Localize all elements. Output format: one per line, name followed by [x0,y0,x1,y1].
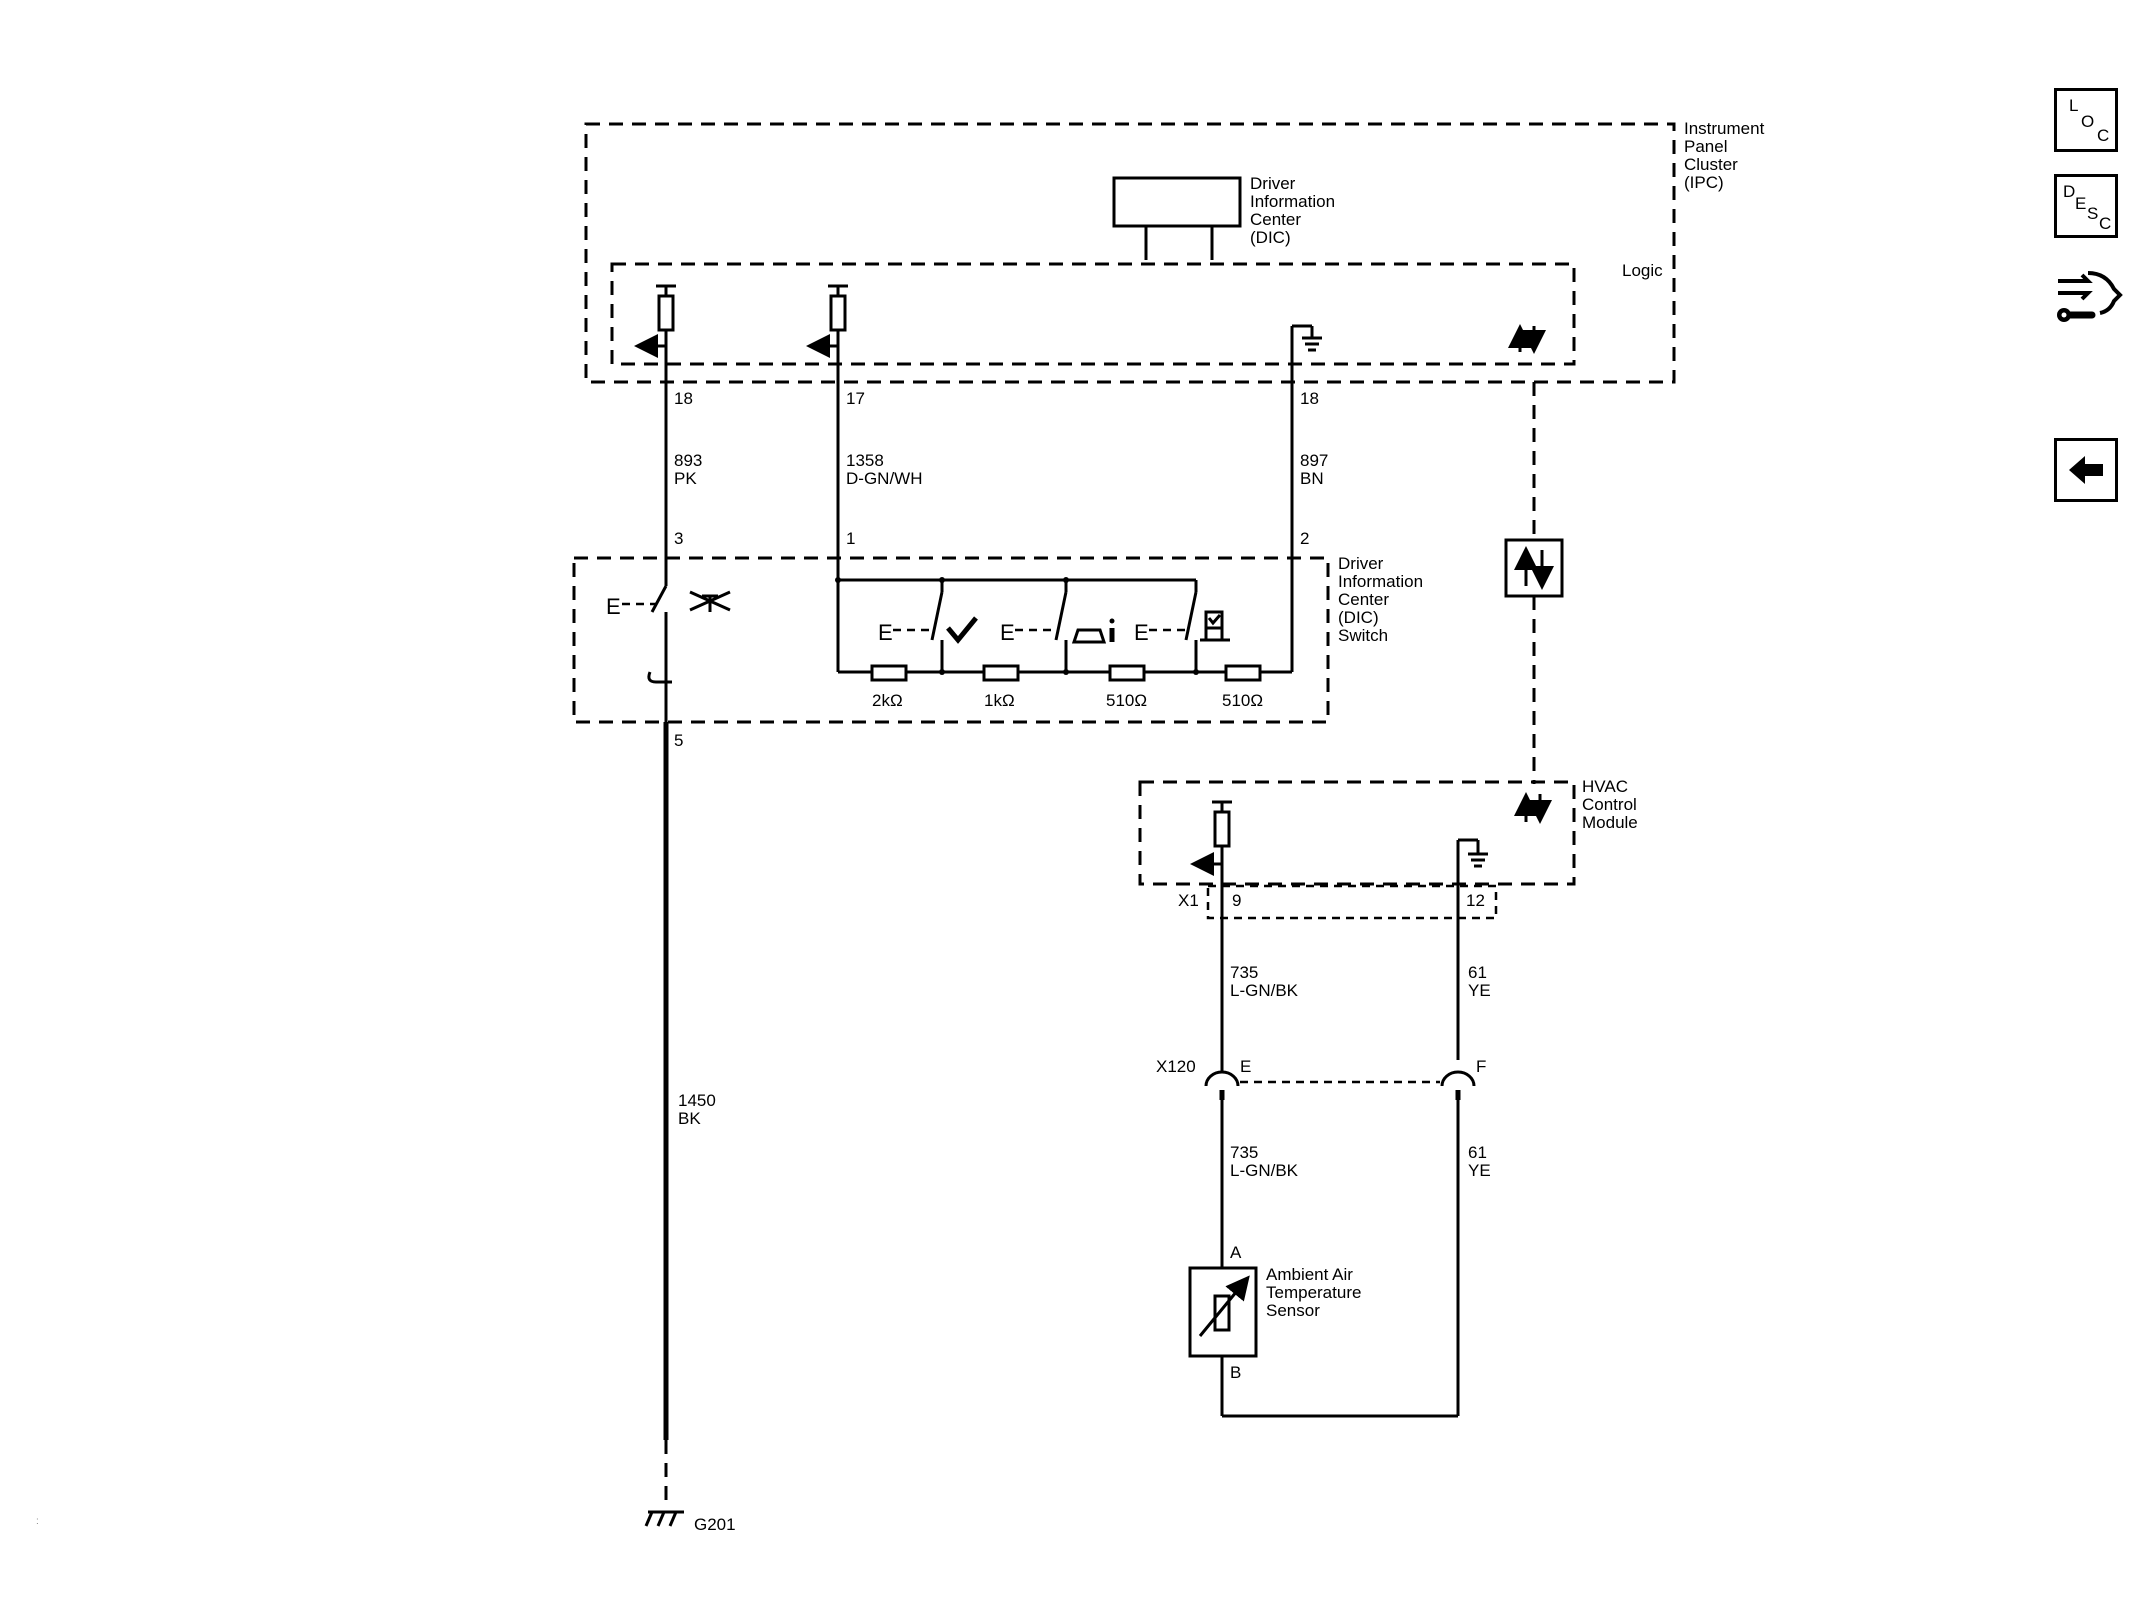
desc-letter: E [2075,194,2087,213]
arrow-left-icon [2069,456,2103,484]
sensor-label: Ambient Air Temperature Sensor [1266,1265,1366,1320]
hvac-boundary [1138,780,1576,886]
logic-boundary [610,262,1576,366]
logic-label: Logic [1622,261,1663,280]
thermistor-icon [1188,1266,1258,1358]
svg-text::: : [36,1516,39,1527]
svg-text:E: E [878,620,893,645]
pin-sensor-b: B [1230,1363,1241,1382]
pin-sw-1: 1 [846,529,855,548]
resistor-label: 510Ω [1106,691,1147,710]
connector-wrench-icon[interactable] [2052,263,2124,335]
ipc-serial-data-icon [1508,324,1546,354]
desc-letter: D [2063,182,2076,201]
pin-sw-2: 2 [1300,529,1309,548]
pin-sw-5: 5 [674,731,683,750]
svg-text:E: E [1000,620,1015,645]
x120-connector [1204,1070,1476,1100]
hvac-pullup-9 [1190,800,1232,876]
hvac-x1-connector [1206,884,1498,920]
desc-letter: C [2099,214,2112,233]
desc-letter: S [2087,204,2099,223]
ipc-pullup-17 [806,284,848,358]
pin-hvac-12: 12 [1466,891,1485,910]
serial-data-icon [1504,538,1564,598]
pin-inline-e: E [1240,1057,1251,1076]
loc-letter: O [2081,112,2095,131]
svg-text:E: E [1134,620,1149,645]
chassis-ground-icon [644,1510,684,1527]
loc-letter: L [2069,96,2079,115]
dic-display-box [1112,176,1242,228]
pin-ipc-c: 18 [1300,389,1319,408]
pin-sensor-a: A [1230,1243,1242,1262]
dic-label: Driver Information Center (DIC) [1250,174,1340,247]
back-arrow-icon[interactable] [2054,438,2118,502]
wire-61a-label: 61 YE [1468,963,1492,1000]
hvac-serial-data-icon [1514,792,1552,824]
wire-61b-label: 61 YE [1468,1143,1492,1180]
wire-897-label: 897 BN [1300,451,1333,488]
wire-735a-label: 735 L-GN/BK [1230,963,1299,1000]
ground-label: G201 [694,1515,736,1534]
dic-switch-ladder: E E E [835,577,1292,682]
pin-sw-3: 3 [674,529,683,548]
pin-inline-conn: X120 [1156,1057,1196,1076]
ipc-label: Instrument Panel Cluster (IPC) [1684,119,1769,192]
ipc-ground-18 [1290,324,1322,400]
svg-text:E: E [606,594,621,619]
wire-893-label: 893 PK [674,451,707,488]
location-icon[interactable]: L O C [2054,88,2118,152]
ipc-pullup-18 [634,284,676,358]
ipc-boundary [584,122,1676,384]
pin-ipc-b: 17 [846,389,865,408]
dic-switch-left: E [606,556,731,722]
resistor-label: 2kΩ [872,691,903,710]
resistor-label: 1kΩ [984,691,1015,710]
pin-hvac-9: 9 [1232,891,1241,910]
wire-1358-label: 1358 D-GN/WH [846,451,922,488]
hvac-ground-12 [1456,838,1488,1060]
wire-735b-label: 735 L-GN/BK [1230,1143,1299,1180]
pin-hvac-conn: X1 [1178,891,1199,910]
description-icon[interactable]: D E S C [2054,174,2118,238]
hvac-label: HVAC Control Module [1582,777,1642,832]
pin-inline-f: F [1476,1057,1486,1076]
dic-switch-boundary [572,556,1330,724]
dic-switch-label: Driver Information Center (DIC) Switch [1338,554,1428,645]
loc-letter: C [2097,126,2110,145]
wire-1450-label: 1450 BK [678,1091,721,1128]
resistor-label: 510Ω [1222,691,1263,710]
pin-ipc-a: 18 [674,389,693,408]
